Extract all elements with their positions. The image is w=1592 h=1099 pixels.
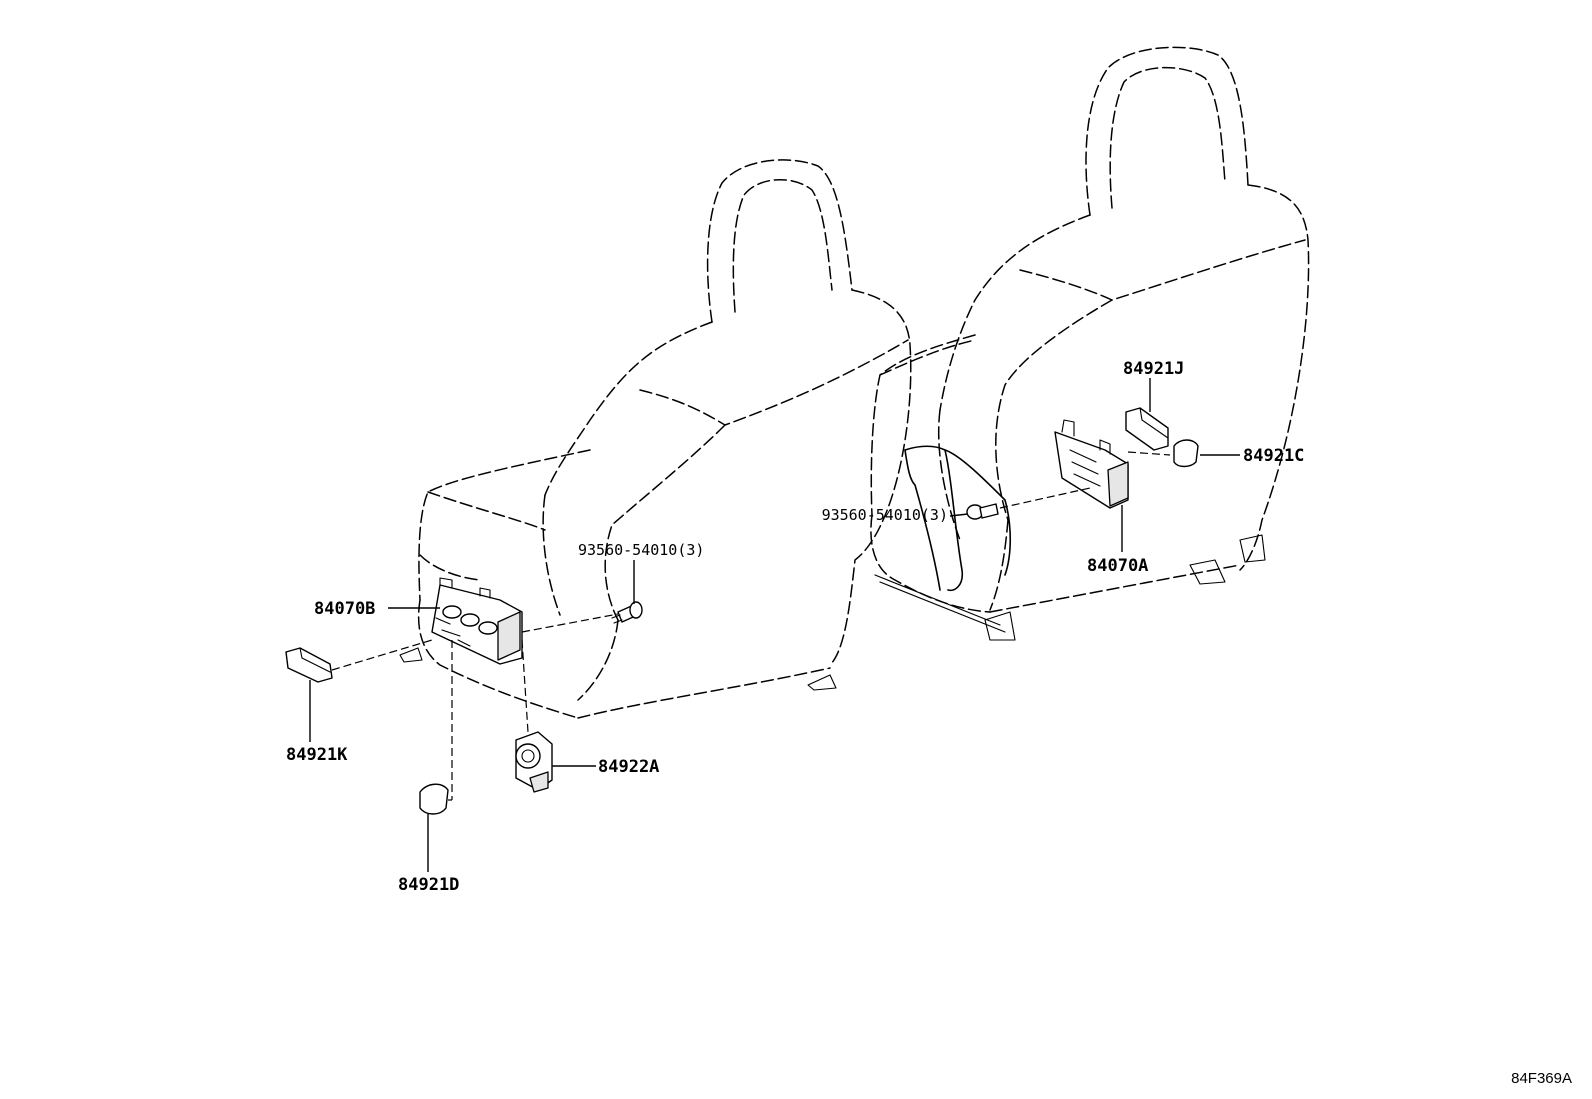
callout-84070A: 84070A xyxy=(1087,556,1148,576)
knob-84921C xyxy=(1173,439,1199,468)
leader-lines xyxy=(309,378,1240,872)
figure-id: 84F369A xyxy=(1511,1070,1572,1087)
right-seat-outline xyxy=(870,46,1310,641)
left-seat-outline xyxy=(399,159,912,719)
callout-84921J: 84921J xyxy=(1123,359,1184,379)
callout-84921D: 84921D xyxy=(398,875,459,895)
switch-84922A xyxy=(515,731,553,793)
bolt-right xyxy=(966,503,999,520)
callout-bolt-right: 93560-54010(3) xyxy=(822,506,948,524)
switch-assembly-84070B xyxy=(431,577,523,665)
knob-84921K xyxy=(285,647,333,683)
switch-assembly-84070A xyxy=(1054,419,1129,509)
callout-84922A: 84922A xyxy=(598,757,659,777)
knob-84921J xyxy=(1125,407,1169,451)
callout-84921C: 84921C xyxy=(1243,446,1304,466)
callout-84921K: 84921K xyxy=(286,745,348,765)
knob-84921D xyxy=(419,783,449,815)
callout-84070B: 84070B xyxy=(314,599,375,619)
assembly-dashed-lines xyxy=(331,451,1171,801)
bolt-left xyxy=(611,601,643,624)
callout-bolt-left: 93560-54010(3) xyxy=(578,541,704,559)
